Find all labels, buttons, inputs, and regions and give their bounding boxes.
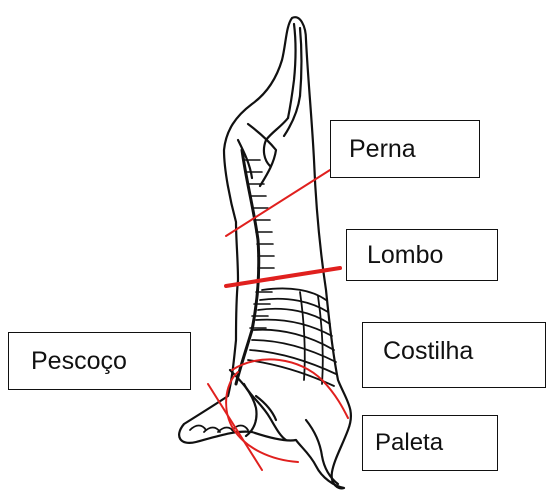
label-paleta: Paleta: [362, 415, 498, 471]
label-perna-text: Perna: [349, 135, 416, 164]
label-lombo: Lombo: [346, 229, 498, 281]
carcass-icon: [179, 17, 351, 488]
cut-line-paleta: [226, 372, 298, 462]
cut-line-costilha: [232, 359, 348, 418]
label-costilha-text: Costilha: [383, 337, 473, 366]
label-lombo-text: Lombo: [367, 241, 443, 270]
cut-line-perna: [226, 170, 330, 236]
label-pescoco-text: Pescoço: [31, 347, 127, 376]
label-paleta-text: Paleta: [375, 429, 443, 457]
label-perna: Perna: [330, 120, 480, 178]
label-pescoco: Pescoço: [8, 332, 191, 390]
cut-line-lombo: [226, 268, 340, 286]
label-costilha: Costilha: [362, 322, 546, 388]
